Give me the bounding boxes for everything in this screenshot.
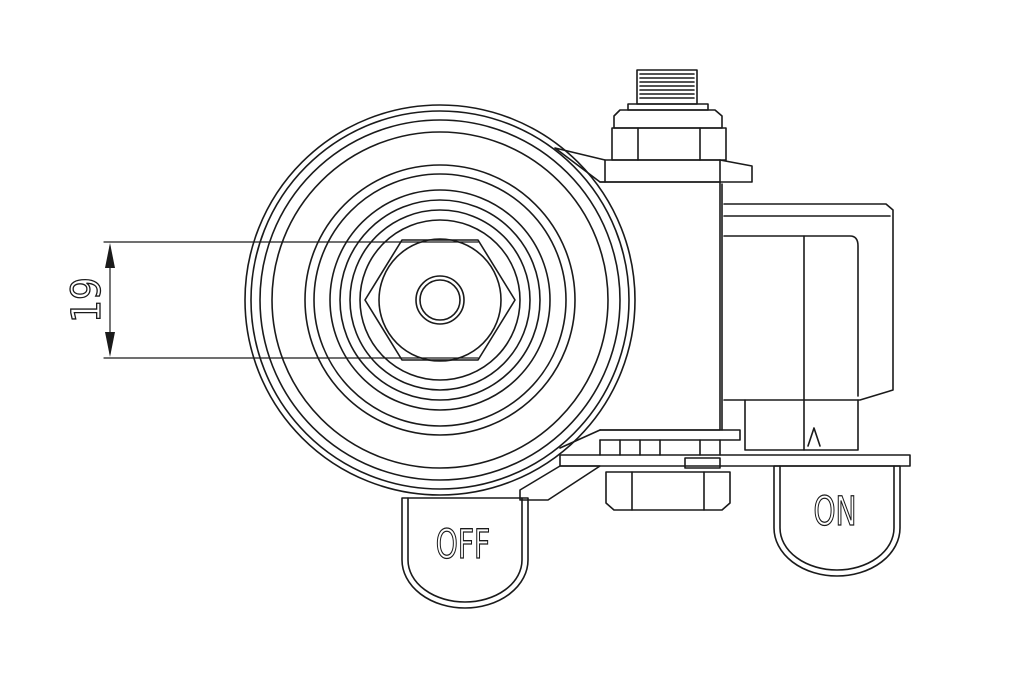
threaded-stem	[627, 69, 709, 111]
brake-housing	[723, 203, 894, 451]
pedal-off	[401, 497, 529, 609]
axle-hex-nut	[364, 238, 516, 362]
dimension-value: 19	[64, 277, 110, 323]
pedal-on	[773, 465, 901, 577]
dimension-arrows	[105, 243, 115, 357]
bracket-plate	[554, 147, 753, 449]
wheel	[244, 104, 636, 496]
pedal-off-label: OFF	[436, 522, 490, 568]
pedal-on-label: ON	[813, 489, 856, 535]
dimension-lines	[103, 241, 479, 359]
bottom-plate	[519, 439, 911, 501]
top-hex-nut	[611, 109, 727, 161]
bottom-hex-nut	[605, 471, 731, 511]
